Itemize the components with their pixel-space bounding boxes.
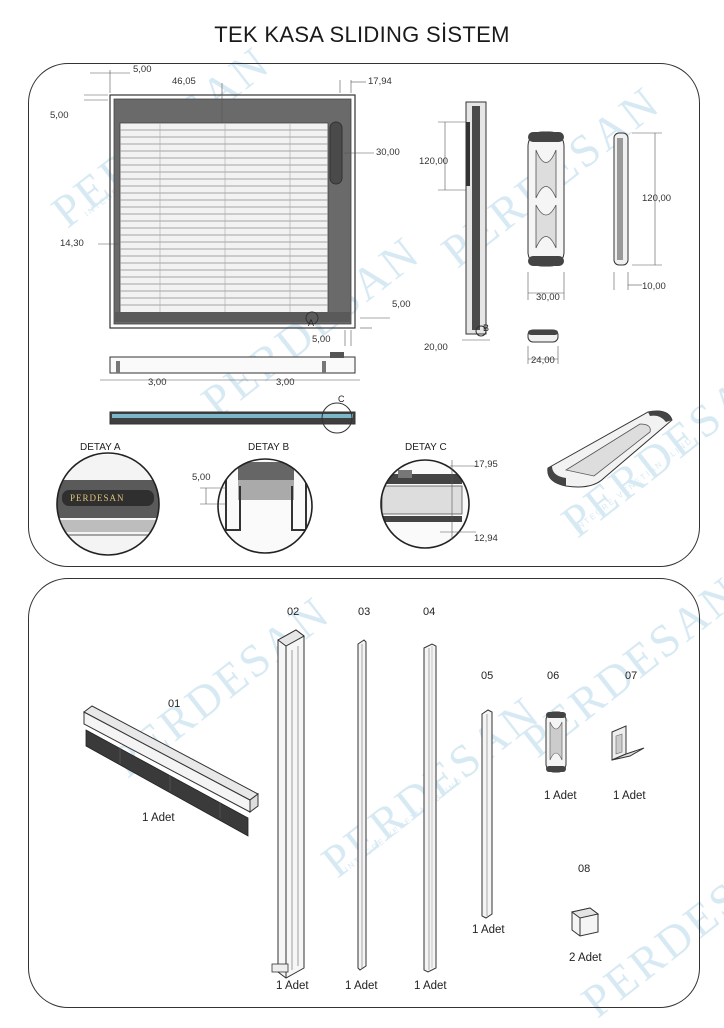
dim-inner-width: 46,05	[172, 76, 196, 87]
marker-c: C	[338, 394, 345, 404]
part-04-number: 04	[423, 606, 436, 618]
dim-frame-depth: 17,94	[368, 76, 392, 87]
dim-slat-offset: 14,30	[60, 238, 84, 249]
part-02-qty: 1 Adet	[276, 980, 309, 992]
part-08-qty: 2 Adet	[569, 952, 602, 964]
detail-c-dim-top: 17,95	[474, 459, 498, 470]
dim-handle-height: 120,00	[642, 193, 672, 204]
dim-handle-depth: 10,00	[642, 281, 666, 292]
detail-b-label: DETAY B	[248, 442, 290, 453]
page-title: TEK KASA SLIDING SİSTEM	[214, 22, 510, 47]
dim-rail-right: 3,00	[276, 377, 295, 388]
detail-a-label: DETAY A	[80, 442, 121, 453]
part-02-number: 02	[287, 606, 300, 618]
dim-handle-offset: 30,00	[376, 147, 400, 158]
part-03-qty: 1 Adet	[345, 980, 378, 992]
marker-a: A	[308, 318, 315, 328]
dim-rail-left: 3,00	[148, 377, 167, 388]
parts-list-panel	[28, 578, 700, 1008]
part-04-qty: 1 Adet	[414, 980, 447, 992]
detail-c-label: DETAY C	[405, 442, 447, 453]
part-07-number: 07	[625, 670, 638, 682]
part-06-qty: 1 Adet	[544, 790, 577, 802]
technical-drawing-panel	[28, 63, 700, 567]
marker-b: B	[483, 323, 490, 333]
part-01-qty: 1 Adet	[142, 812, 175, 824]
part-08-number: 08	[578, 863, 591, 875]
dim-bottom-gap: 5,00	[392, 299, 411, 310]
dim-side-depth: 20,00	[424, 342, 448, 353]
dim-cap-width: 24,00	[531, 355, 555, 366]
part-05-number: 05	[481, 670, 494, 682]
part-06-number: 06	[547, 670, 560, 682]
detail-b-dim: 5,00	[192, 472, 211, 483]
part-05-qty: 1 Adet	[472, 924, 505, 936]
detail-c-dim-bottom: 12,94	[474, 533, 498, 544]
dim-top-margin: 5,00	[133, 64, 152, 75]
dim-side-height: 120,00	[419, 156, 449, 167]
part-07-qty: 1 Adet	[613, 790, 646, 802]
dim-bottom-margin: 5,00	[312, 334, 331, 345]
dim-left-margin: 5,00	[50, 110, 69, 121]
part-03-number: 03	[358, 606, 371, 618]
part-01-number: 01	[168, 698, 181, 710]
dim-handle-width: 30,00	[536, 292, 560, 303]
detail-a-logo: PERDESAN	[70, 493, 125, 503]
